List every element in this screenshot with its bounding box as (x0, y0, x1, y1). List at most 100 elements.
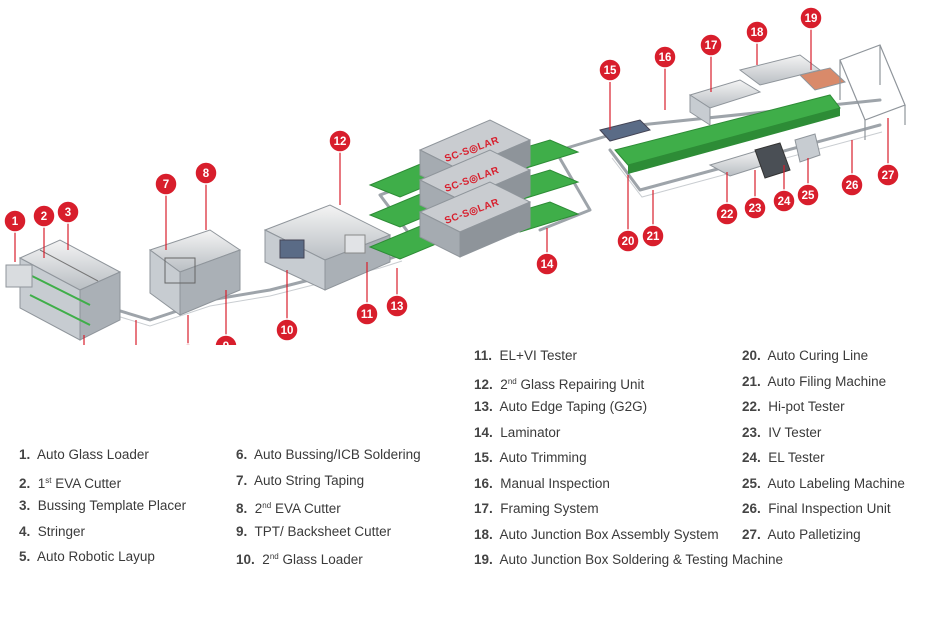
legend-ordinal-suffix: nd (269, 552, 279, 561)
legend-number: 16. (474, 475, 493, 491)
marker-number: 9 (223, 341, 229, 345)
legend-label: Auto Edge Taping (G2G) (499, 399, 648, 414)
marker-number: 27 (882, 170, 895, 182)
marker-leaders (14, 28, 889, 345)
legend-item: 3. Bussing Template Placer (19, 497, 186, 523)
legend-item: 10. 2nd Glass Loader (236, 548, 421, 574)
legend-item: 14. Laminator (474, 424, 783, 450)
legend-label: Auto Labeling Machine (767, 475, 905, 491)
marker-number: 17 (705, 40, 718, 52)
marker-3: 3 (56, 200, 80, 224)
legend-item: 8. 2nd EVA Cutter (236, 497, 421, 523)
legend-number: 19. (474, 552, 493, 567)
legend-item: 15. Auto Trimming (474, 449, 783, 475)
marker-9: 9 (214, 334, 238, 345)
marker-circle (355, 302, 379, 326)
legend-number: 3. (19, 498, 31, 513)
palletizing-frame (839, 44, 906, 140)
legend-item: 1. Auto Glass Loader (19, 446, 186, 472)
legend-number: 11. (474, 348, 493, 363)
marker-circle (56, 200, 80, 224)
marker-18: 18 (745, 20, 769, 44)
legend-item: 4. Stringer (19, 523, 186, 549)
legend-label-rest: EVA Cutter (51, 475, 122, 491)
legend-number: 6. (236, 447, 248, 462)
marker-circle (535, 252, 559, 276)
marker-circle (275, 318, 299, 342)
marker-number: 1 (12, 216, 19, 228)
marker-number: 15 (604, 65, 617, 77)
marker-circle (181, 343, 195, 345)
legend-item: 25. Auto Labeling Machine (742, 475, 905, 501)
marker-number: 18 (751, 27, 764, 39)
marker-circle (598, 58, 622, 82)
marker-number: 11 (361, 309, 374, 321)
legend-item: 27. Auto Palletizing (742, 526, 905, 552)
legend-item: 9. TPT/ Backsheet Cutter (236, 523, 421, 549)
marker-15: 15 (598, 58, 622, 82)
legend-item: 22. Hi-pot Tester (742, 398, 905, 424)
legend-label: Auto Junction Box Assembly System (499, 526, 719, 542)
legend-number: 15. (474, 450, 493, 465)
marker-circle (653, 45, 677, 69)
marker-circle (154, 172, 178, 196)
legend-number: 20. (742, 348, 761, 363)
marker-number: 21 (647, 231, 660, 243)
marker-circle (214, 334, 238, 345)
legend-label: Auto Robotic Layup (37, 549, 155, 564)
legend-number: 27. (742, 526, 761, 542)
legend-number: 1. (19, 447, 31, 462)
marker-number: 19 (805, 13, 818, 25)
marker-number: 16 (659, 52, 672, 64)
legend-item: 11. EL+VI Tester (474, 347, 783, 373)
legend-number: 4. (19, 523, 31, 539)
marker-number: 22 (721, 209, 734, 221)
legend-label: Auto Filing Machine (767, 373, 887, 389)
marker-2: 2 (32, 204, 56, 228)
marker-circle (194, 161, 218, 185)
legend-ordinal-suffix: st (45, 475, 52, 485)
stringer-machines (5, 239, 122, 341)
marker-number: 2 (41, 211, 47, 223)
legend-number: 12. (474, 376, 493, 392)
legend-item: 6. Auto Bussing/ICB Soldering (236, 446, 421, 472)
marker-11: 11 (355, 302, 379, 326)
legend-number: 23. (742, 424, 761, 440)
legend-label: Auto Bussing/ICB Soldering (254, 447, 421, 462)
legend-label: 1 (37, 475, 46, 491)
marker-circle (772, 189, 796, 213)
production-line-diagram: SC-S◎LAR SC-S◎LAR SC-S◎LAR (3, 6, 906, 345)
legend-ordinal-suffix: nd (507, 376, 517, 386)
marker-25: 25 (796, 183, 820, 207)
legend-label: IV Tester (768, 424, 822, 440)
legend-label-rest: Glass Loader (278, 552, 363, 567)
marker-21: 21 (641, 224, 665, 248)
marker-10: 10 (275, 318, 299, 342)
legend-item: 13. Auto Edge Taping (G2G) (474, 398, 783, 424)
marker-circle (616, 229, 640, 253)
marker-23: 23 (743, 196, 767, 220)
marker-number: 26 (846, 180, 859, 192)
bussing-machines (148, 229, 242, 316)
legend-item: 16. Manual Inspection (474, 475, 783, 501)
legend-number: 13. (474, 399, 493, 414)
legend-item: 17. Framing System (474, 500, 783, 526)
framing-machines (599, 54, 847, 142)
marker-number: 12 (334, 136, 347, 148)
marker-7: 7 (154, 172, 178, 196)
marker-6: 6 (181, 343, 195, 345)
curing-line (614, 94, 841, 174)
legend-item: 19. Auto Junction Box Soldering & Testin… (474, 551, 783, 577)
marker-number: 3 (65, 207, 71, 219)
legend-item: 26. Final Inspection Unit (742, 500, 905, 526)
legend-item: 23. IV Tester (742, 424, 905, 450)
legend-label: Stringer (37, 523, 86, 539)
marker-number: 14 (541, 259, 554, 271)
legend-label: EL Tester (768, 450, 825, 465)
legend-number: 9. (236, 523, 248, 539)
marker-8: 8 (194, 161, 218, 185)
legend-label: 2 (254, 501, 263, 516)
